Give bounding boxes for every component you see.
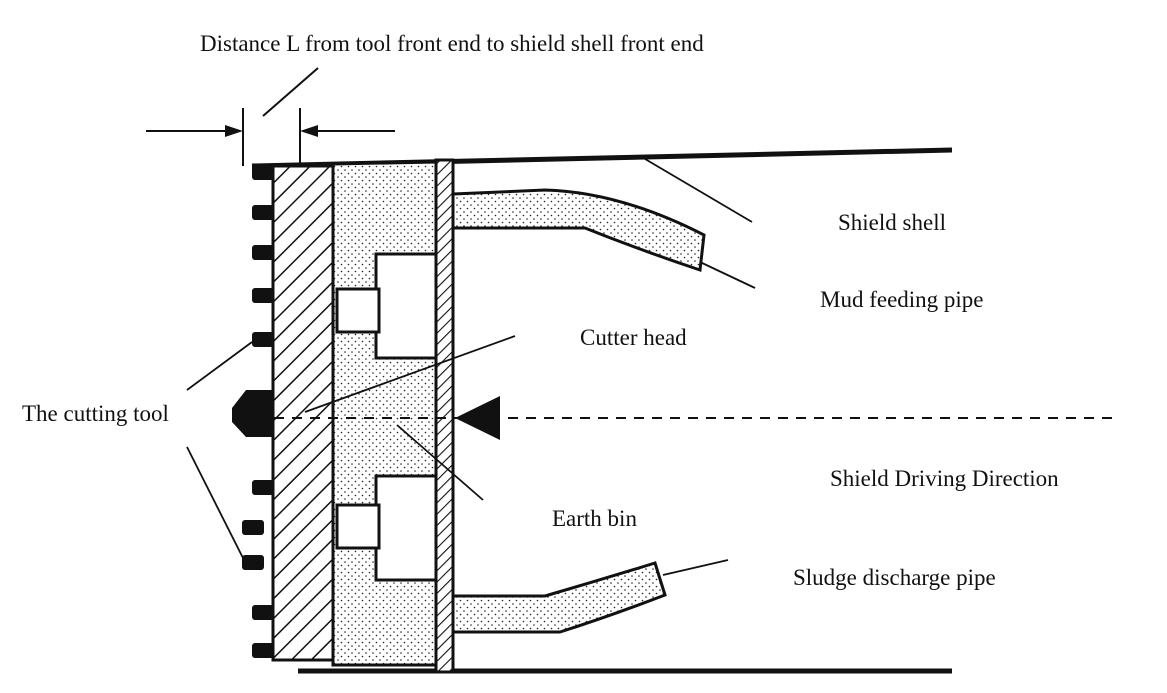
label-earth-bin: Earth bin <box>552 506 637 531</box>
earth-bin-chamber <box>331 160 438 667</box>
cutter-head-plate <box>271 164 335 662</box>
label-sludge-discharge-pipe: Sludge discharge pipe <box>793 565 996 590</box>
driving-direction-arrow <box>455 396 500 440</box>
sludge-discharge-pipe <box>451 561 667 634</box>
label-shield-shell: Shield shell <box>838 210 946 235</box>
label-mud-feeding-pipe: Mud feeding pipe <box>820 287 984 312</box>
distance-dimension <box>146 67 395 166</box>
label-cutting-tool: The cutting tool <box>22 401 169 426</box>
mud-feeding-pipe <box>451 188 706 273</box>
leader-lines <box>186 155 756 576</box>
label-distance: Distance L from tool front end to shield… <box>200 31 704 56</box>
label-cutter-head: Cutter head <box>580 325 687 350</box>
cutting-tool-teeth <box>232 165 274 658</box>
chamber-boxes <box>335 252 438 582</box>
bulkhead <box>434 158 455 674</box>
label-driving-direction: Shield Driving Direction <box>830 466 1059 491</box>
